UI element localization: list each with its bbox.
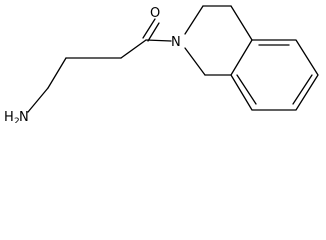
benzene-ring-outline: [230, 39, 319, 111]
carbonyl-double-bond-outer: [142, 18, 156, 39]
amine-n-label: N: [19, 110, 29, 123]
amine-h-label: H: [4, 110, 14, 123]
amine-subscript-label: 2: [14, 117, 20, 123]
ring-bond-n-c1: [184, 47, 206, 76]
oxygen-atom-label: O: [150, 6, 160, 21]
chain-bond-3: [47, 57, 67, 89]
amide-bond: [145, 39, 172, 42]
ring-bond-c4-c4a: [230, 5, 253, 41]
molecule-structure: O N H 2 N: [4, 5, 319, 123]
ring-bond-n-c3: [184, 5, 204, 35]
amine-group-label: H 2 N: [4, 110, 29, 123]
chain-bond-1: [120, 39, 147, 59]
carbonyl-double-bond-inner: [147, 22, 160, 42]
nitrogen-atom-label: N: [171, 35, 181, 50]
benzene-inner-bond-right: [292, 74, 313, 105]
benzene-inner-bond-left: [236, 74, 257, 105]
chain-bond-4: [27, 87, 49, 113]
